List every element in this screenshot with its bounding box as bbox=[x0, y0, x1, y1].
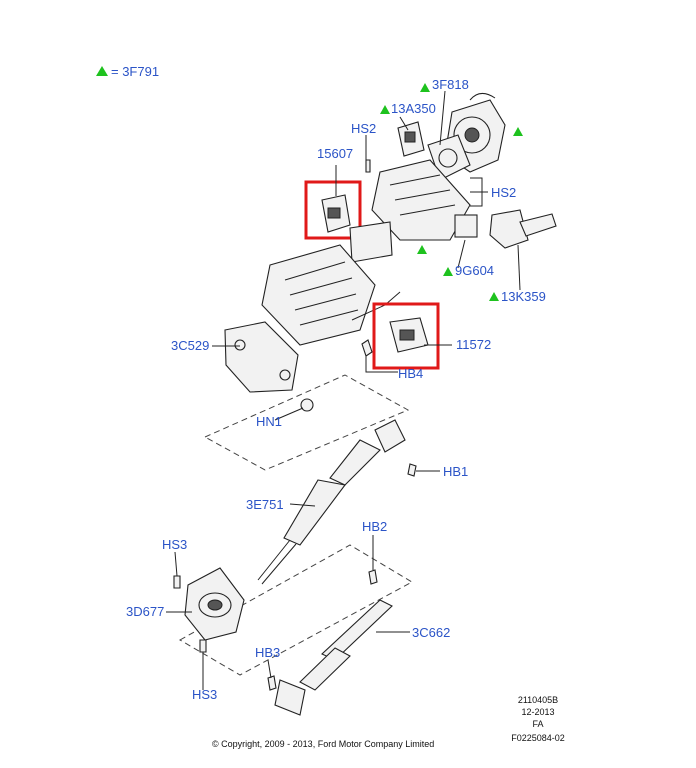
callout-3C529: 3C529 bbox=[171, 338, 209, 353]
green-triangle-icon bbox=[489, 292, 499, 301]
callout-HS3-bottom: HS3 bbox=[192, 687, 217, 702]
sensor-15607 bbox=[321, 194, 351, 233]
wiper-switch-13K359 bbox=[489, 209, 557, 249]
green-triangle-icon bbox=[443, 267, 453, 276]
steering-column-body bbox=[224, 221, 401, 393]
copyright-text: © Copyright, 2009 - 2013, Ford Motor Com… bbox=[212, 739, 434, 749]
highlight-box-15607 bbox=[304, 180, 362, 240]
callout-HB3: HB3 bbox=[255, 645, 280, 660]
sensor-11572 bbox=[389, 317, 429, 353]
intermediate-shaft-3E751 bbox=[257, 419, 406, 585]
screw-HS3-bottom bbox=[199, 639, 207, 653]
bolt-HB2 bbox=[368, 569, 378, 585]
bolt-HB1 bbox=[407, 463, 417, 477]
callout-13K359: 13K359 bbox=[501, 289, 546, 304]
callout-3C662: 3C662 bbox=[412, 625, 450, 640]
bolt-HB3 bbox=[267, 675, 277, 691]
ref-line-3: FA bbox=[532, 719, 543, 729]
nut-HN1 bbox=[300, 398, 314, 412]
green-triangle-icon bbox=[420, 83, 430, 92]
green-triangle-icon bbox=[96, 66, 108, 76]
ref-line-4: F0225084-02 bbox=[511, 733, 565, 743]
callout-11572: 11572 bbox=[456, 337, 491, 352]
callout-HS2-top: HS2 bbox=[351, 121, 376, 136]
lower-shaft-3C662 bbox=[274, 599, 393, 716]
screw-HS2-top bbox=[365, 159, 371, 173]
green-triangle-icon bbox=[513, 127, 523, 136]
callout-3F818: 3F818 bbox=[432, 77, 469, 92]
dashed-envelope-lower bbox=[178, 544, 414, 676]
callout-HS3-top: HS3 bbox=[162, 537, 187, 552]
callout-HB1: HB1 bbox=[443, 464, 468, 479]
callout-HS2-right: HS2 bbox=[491, 185, 516, 200]
legend-label: = 3F791 bbox=[111, 64, 159, 79]
ref-line-1: 2110405B bbox=[518, 695, 558, 705]
callout-HB2: HB2 bbox=[362, 519, 387, 534]
column-upper-body bbox=[371, 159, 478, 241]
ref-line-2: 12-2013 bbox=[521, 707, 554, 717]
bolt-HB4 bbox=[361, 339, 373, 357]
green-triangle-icon bbox=[417, 245, 427, 254]
callout-HB4: HB4 bbox=[398, 366, 423, 381]
screw-HS3-top bbox=[173, 575, 181, 589]
dashed-envelope-upper bbox=[203, 374, 410, 471]
callout-15607: 15607 bbox=[317, 146, 353, 161]
leader-lines bbox=[166, 90, 521, 690]
seal-plate-3D677 bbox=[184, 567, 245, 641]
callout-13A350: 13A350 bbox=[391, 101, 436, 116]
green-triangle-icon bbox=[380, 105, 390, 114]
callout-3E751: 3E751 bbox=[246, 497, 284, 512]
callout-9G604: 9G604 bbox=[455, 263, 494, 278]
ignition-switch-13A350 bbox=[397, 121, 425, 157]
callout-HN1: HN1 bbox=[256, 414, 282, 429]
callout-3D677: 3D677 bbox=[126, 604, 164, 619]
highlight-box-11572 bbox=[372, 302, 440, 370]
